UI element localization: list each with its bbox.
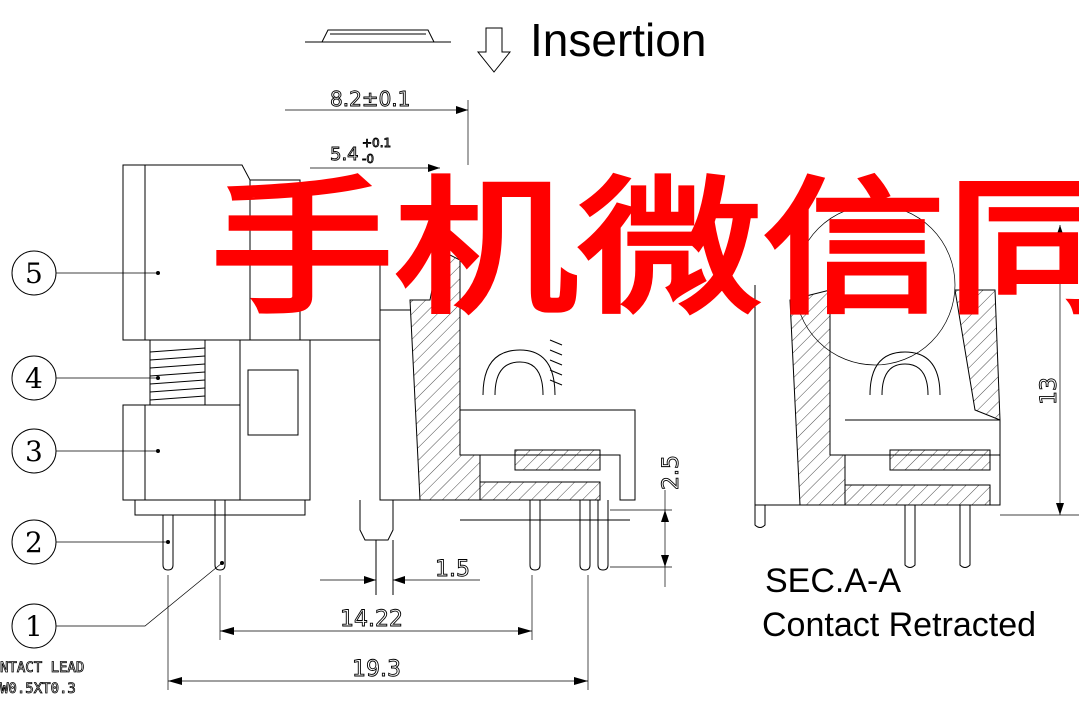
dimension-pin-gap: 1.5: [320, 557, 480, 584]
pins-middle: [529, 500, 609, 571]
dimension-pitch-text: 14.22: [340, 607, 403, 632]
insertion-label: Insertion: [530, 14, 706, 66]
balloon-3: 3: [11, 428, 160, 474]
dimension-width-overall-text: 8.2±0.1: [330, 87, 410, 111]
balloon-1: 1: [11, 561, 224, 649]
section-middle-hatch: [409, 249, 636, 521]
card-outline-icon: [305, 29, 451, 43]
balloon-4: 4: [11, 355, 160, 401]
dimension-pin-gap-text: 1.5: [435, 557, 470, 582]
note-line-1: NTACT LEAD: [0, 660, 84, 676]
pins-left: [162, 500, 394, 595]
dimension-overall: 19.3: [167, 575, 589, 690]
dimension-height-right: 13: [1000, 225, 1079, 516]
note-line-2: W0.5XT0.3: [0, 681, 76, 697]
dimension-height-right-text: 13: [1037, 377, 1062, 405]
dimension-tol-minus: -0: [362, 152, 374, 166]
section-subtitle: Contact Retracted: [762, 606, 1036, 644]
dimension-width-inner: 5.4 +0.1 -0: [310, 136, 440, 172]
dimension-tol-plus: +0.1: [362, 136, 391, 150]
dimension-pitch: 14.22: [219, 575, 533, 640]
dimension-overall-text: 19.3: [352, 657, 401, 682]
dimension-pin-protrusion-text: 2.5: [659, 455, 684, 490]
watermark-text: 手机微信同: [210, 163, 1079, 335]
dimension-pin-protrusion: 2.5: [610, 455, 684, 587]
dimension-width-overall: 8.2±0.1: [285, 87, 469, 165]
section-title: SEC.A-A: [765, 562, 901, 600]
balloon-3-label: 3: [25, 435, 43, 468]
spring-left: [149, 340, 206, 405]
balloon-5-label: 5: [25, 257, 43, 290]
dimension-width-inner-text: 5.4: [330, 144, 359, 165]
connector-body-left: [122, 164, 420, 516]
balloon-2: 2: [11, 519, 170, 565]
insertion-arrow-icon: [476, 27, 512, 73]
balloon-1-label: 1: [25, 610, 43, 643]
balloon-5: 5: [11, 250, 160, 296]
balloon-4-label: 4: [25, 362, 43, 395]
balloon-2-label: 2: [25, 526, 43, 559]
section-right-body: [754, 204, 1001, 568]
